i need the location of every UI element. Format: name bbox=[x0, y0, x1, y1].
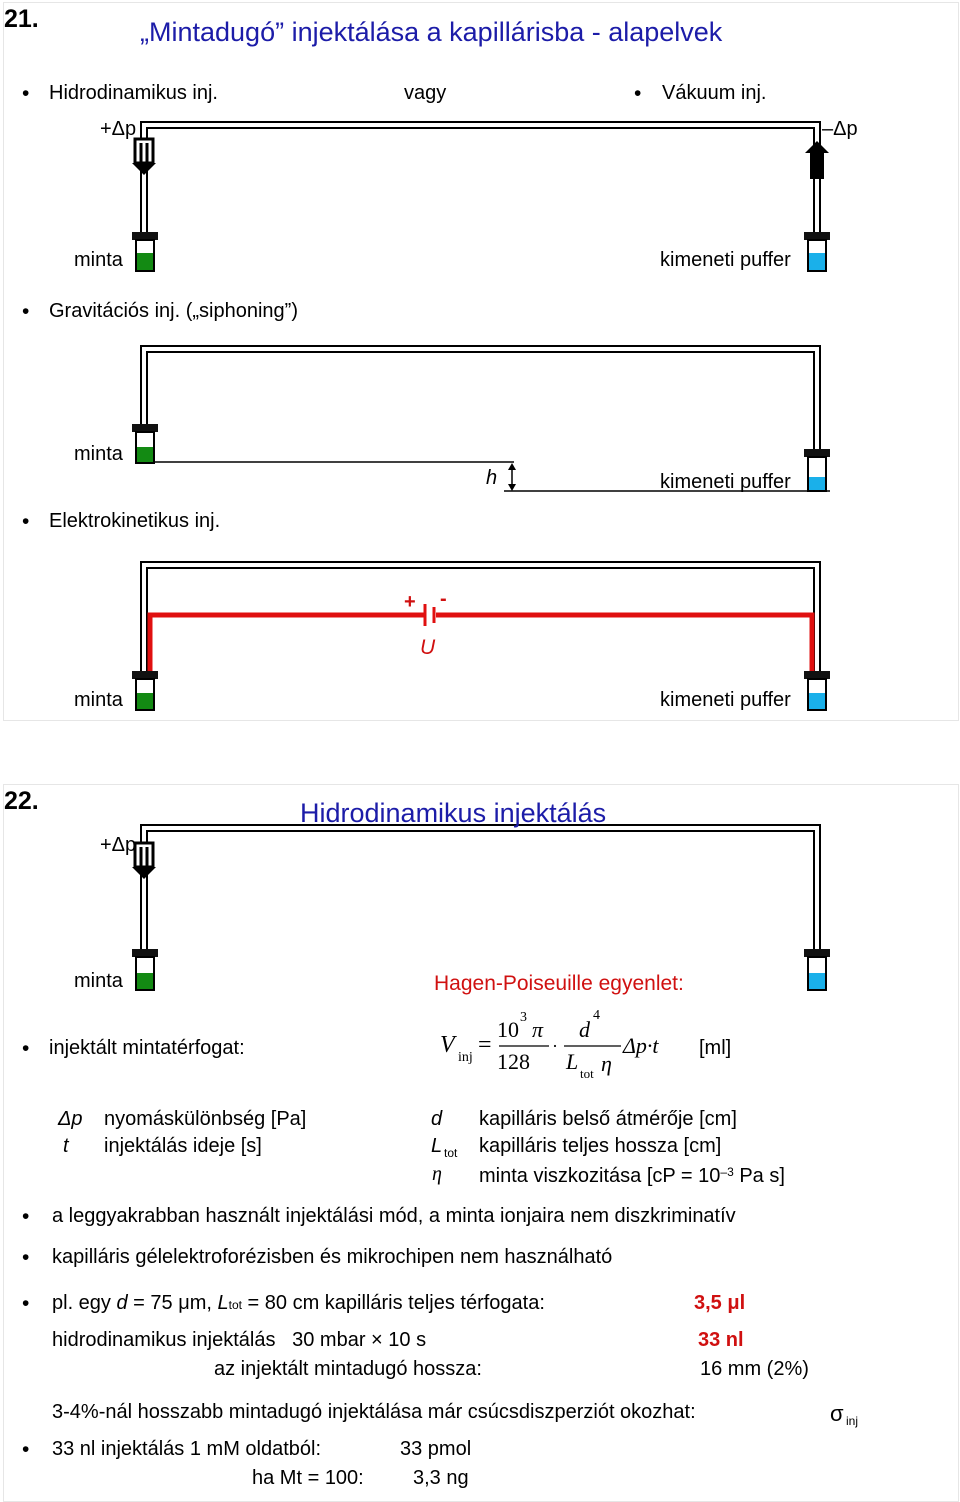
plus-dp-label: +Δp bbox=[100, 118, 137, 140]
bullet-dot: • bbox=[22, 300, 30, 323]
bullet-dot: • bbox=[634, 82, 642, 105]
buffer-label: kimeneti puffer bbox=[660, 689, 791, 711]
bullet-dot: • bbox=[22, 1037, 30, 1060]
slide-21: 21. „Mintadugó” injektálása a kapilláris… bbox=[3, 2, 959, 721]
bullet-dot: • bbox=[22, 1292, 30, 1315]
sample-label: minta bbox=[74, 970, 123, 992]
bullet-text: kapilláris gélelektroforézisben és mikro… bbox=[52, 1246, 613, 1268]
example-line: pl. egy d = 75 μm, Ltot = 80 cm kapillár… bbox=[52, 1292, 545, 1314]
electro-label: Elektrokinetikus inj. bbox=[49, 510, 221, 532]
bullet3-text: 33 nl injektálás 1 mM oldatból: bbox=[52, 1438, 322, 1460]
mt-value: 3,3 ng bbox=[413, 1467, 469, 1489]
sigma-symbol: σ bbox=[830, 1401, 844, 1426]
legend-sub: tot bbox=[444, 1146, 458, 1160]
volume-label: injektált mintatérfogat: bbox=[49, 1037, 245, 1059]
slide-22: 22. Hidrodinamikus injektálás +Δp minta … bbox=[3, 784, 959, 1502]
plug-line: az injektált mintadugó hossza: bbox=[214, 1358, 482, 1380]
minus-dp-label: –Δp bbox=[822, 118, 858, 140]
dispersion-line: 3-4%-nál hosszabb mintadugó injektálása … bbox=[52, 1401, 696, 1423]
hp-title: Hagen-Poiseuille egyenlet: bbox=[434, 972, 684, 995]
electrokinetic-diagram bbox=[132, 561, 830, 711]
sample-label: minta bbox=[74, 443, 123, 465]
voltage-label: U bbox=[420, 636, 436, 659]
buffer-label: kimeneti puffer bbox=[660, 249, 791, 271]
or-label: vagy bbox=[404, 82, 447, 104]
vacuum-label: Vákuum inj. bbox=[662, 82, 767, 104]
hydro-line: hidrodinamikus injektálás 30 mbar × 10 s bbox=[52, 1329, 427, 1351]
bullet-dot: • bbox=[22, 1205, 30, 1228]
legend-symbol: d bbox=[431, 1108, 443, 1130]
bullet-dot: • bbox=[22, 1438, 30, 1461]
hydro-value: 33 nl bbox=[698, 1329, 744, 1351]
slide-number: 21. bbox=[4, 5, 39, 33]
hydro-diagram bbox=[132, 824, 830, 991]
slide-title: „Mintadugó” injektálása a kapillárisba -… bbox=[140, 17, 723, 47]
sigma-sub: inj bbox=[846, 1414, 859, 1428]
slide-title: Hidrodinamikus injektálás bbox=[300, 798, 607, 828]
legend-text: kapilláris belső átmérője [cm] bbox=[479, 1108, 737, 1130]
legend-symbol: t bbox=[63, 1135, 69, 1157]
height-label: h bbox=[486, 467, 498, 489]
slide-22-diagram bbox=[132, 824, 830, 1047]
legend-text: kapilláris teljes hossza [cm] bbox=[479, 1135, 722, 1157]
legend-symbol: L bbox=[431, 1135, 443, 1157]
bullet-dot: • bbox=[22, 82, 30, 105]
legend-text: injektálás ideje [s] bbox=[104, 1135, 262, 1157]
plus-dp-label: +Δp bbox=[100, 834, 137, 856]
sample-label: minta bbox=[74, 689, 123, 711]
bullet-text: a leggyakrabban használt injektálási mód… bbox=[52, 1205, 736, 1227]
hydro-label: Hidrodinamikus inj. bbox=[49, 82, 218, 104]
legend-symbol: η bbox=[432, 1163, 442, 1185]
legend-text: nyomáskülönbség [Pa] bbox=[104, 1108, 307, 1130]
minus-sign: - bbox=[440, 588, 447, 610]
bullet-dot: • bbox=[22, 510, 30, 533]
slide-21-diagrams bbox=[132, 121, 830, 711]
hydro-vacuum-diagram bbox=[132, 121, 830, 272]
bullet-dot: • bbox=[22, 1246, 30, 1269]
gravity-diagram bbox=[132, 345, 830, 492]
plug-value: 16 mm (2%) bbox=[700, 1358, 809, 1380]
plus-sign: + bbox=[404, 591, 416, 613]
bullet3-value: 33 pmol bbox=[400, 1438, 472, 1460]
legend-text: minta viszkozitása [cP = 10–3 Pa s] bbox=[479, 1165, 785, 1187]
buffer-label: kimeneti puffer bbox=[660, 471, 791, 493]
example-value: 3,5 μl bbox=[694, 1292, 746, 1314]
legend-symbol: Δp bbox=[58, 1108, 83, 1130]
slide-number: 22. bbox=[4, 787, 39, 815]
gravity-label: Gravitációs inj. („siphoning”) bbox=[49, 300, 298, 322]
sample-label: minta bbox=[74, 249, 123, 271]
mt-text: ha Mt = 100: bbox=[252, 1467, 364, 1489]
